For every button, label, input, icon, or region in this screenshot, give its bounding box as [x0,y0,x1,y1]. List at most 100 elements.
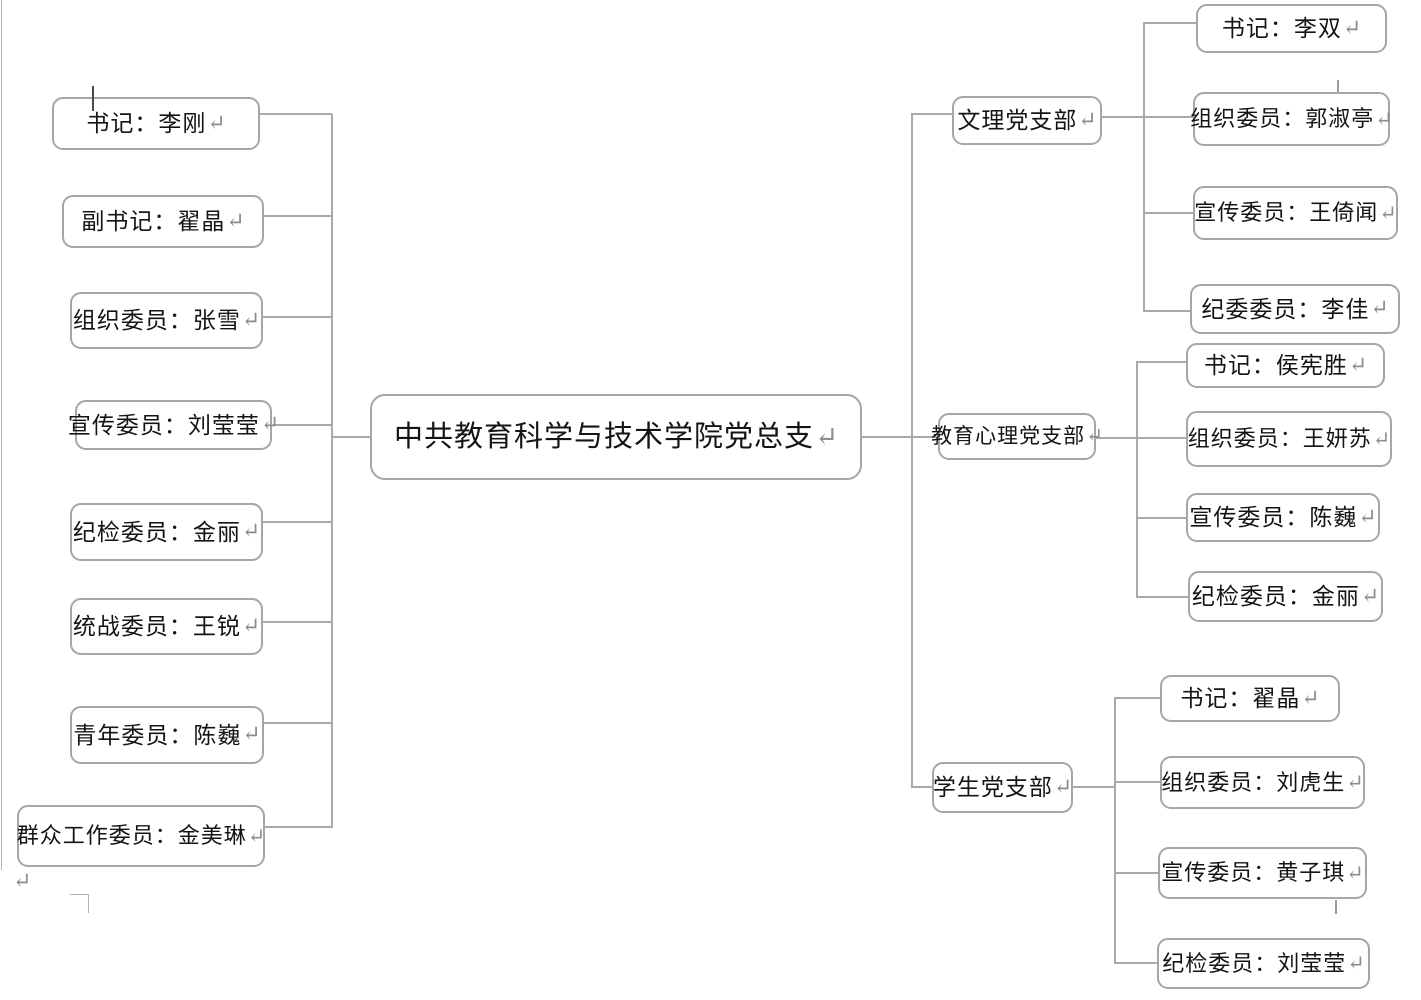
connector-line [1136,361,1188,363]
member-label: 组织委员：王妍苏 [1187,426,1372,451]
committee-member-box[interactable]: 副书记：翟晶↵ [62,195,264,248]
anchor-tick [1337,80,1339,94]
committee-member-box[interactable]: 纪检委员：金丽↵ [1188,571,1383,622]
member-label: 宣传委员：王倚闻 [1194,200,1379,225]
connector-line [265,826,332,828]
paragraph-mark: ↵ [1358,504,1377,529]
paragraph-mark: ↵ [1370,296,1389,321]
member-label: 组织委员：刘虎生 [1161,769,1346,795]
committee-member-box[interactable]: 统战委员：王锐↵ [70,598,263,655]
root-org-label: 中共教育科学与技术学院党总支 [393,420,814,453]
committee-member-box[interactable]: 书记：李刚↵ [52,97,260,150]
member-label: 宣传委员：黄子琪 [1161,860,1346,885]
committee-member-box[interactable]: 书记：侯宪胜↵ [1186,343,1385,388]
paragraph-mark: ↵ [814,421,839,453]
committee-member-box[interactable]: 青年委员：陈巍↵ [70,706,264,764]
paragraph-mark: ↵ [1053,774,1073,799]
connector-line [1136,361,1138,598]
connector-line [1136,517,1189,519]
paragraph-mark: ↵ [242,722,261,747]
paragraph-mark: ↵ [1342,15,1362,40]
connector-line [911,436,940,438]
paragraph-mark: ↵ [1347,951,1365,976]
committee-member-box[interactable]: 纪检委员：金丽↵ [70,503,263,561]
committee-member-box[interactable]: 组织委员：王妍苏↵ [1186,411,1392,467]
paragraph-mark: ↵ [1375,106,1393,131]
paragraph-mark: ↵ [1301,685,1320,710]
connector-line [331,436,372,438]
paragraph-mark: ↵ [1348,352,1368,377]
committee-member-box[interactable]: 组织委员：张雪↵ [70,292,263,349]
connector-line [263,621,332,623]
member-label: 青年委员：陈巍 [73,722,242,748]
committee-member-box[interactable]: 宣传委员：刘莹莹↵ [68,400,279,450]
member-label: 宣传委员：刘莹莹 [67,412,260,438]
margin-corner-mark [88,894,89,913]
connector-line [264,722,332,724]
paragraph-mark: ↵ [226,208,245,233]
member-label: 书记：李双 [1221,16,1342,41]
member-label: 统战委员：王锐 [72,614,241,639]
connector-line [1095,437,1188,439]
paragraph-mark: ↵ [241,519,261,544]
committee-member-box[interactable]: 组织委员：刘虎生↵ [1160,756,1365,809]
branch-label: 文理党支部 [957,108,1078,133]
connector-line [263,316,332,318]
paragraph-mark: ↵ [1360,583,1380,608]
member-label: 纪检委员：金丽 [72,519,241,545]
paragraph-mark: ↵ [1346,770,1364,795]
committee-member-box[interactable]: 纪委委员：李佳↵ [1190,284,1400,334]
member-label: 书记：李刚 [86,111,207,136]
committee-member-box[interactable]: 书记：李双↵ [1196,4,1387,53]
connector-line [1143,310,1192,312]
connector-line [260,113,332,115]
paragraph-mark: ↵ [1372,426,1391,451]
committee-member-box[interactable]: 群众工作委员：金美琳↵ [17,805,265,867]
connector-line [1114,872,1161,874]
connector-line [1143,22,1145,312]
member-label: 纪委委员：李佳 [1201,296,1370,322]
connector-line [911,786,934,788]
paragraph-mark: ↵ [241,307,261,332]
connector-line [1114,781,1163,783]
text-cursor [92,86,94,111]
committee-member-box[interactable]: 宣传委员：陈巍↵ [1186,493,1380,542]
branch-box[interactable]: 教育心理党支部↵ [931,413,1103,460]
paragraph-mark: ↵ [247,823,266,848]
connector-line [1114,697,1163,699]
paragraph-mark: ↵ [1379,200,1397,225]
member-label: 副书记：翟晶 [81,209,226,234]
paragraph-mark: ↵ [1078,107,1097,132]
connector-line [1136,596,1191,598]
connector-line [911,113,954,115]
connector-line [273,424,332,426]
connector-line [264,215,332,217]
committee-member-box[interactable]: 组织委员：郭淑亭↵ [1190,92,1393,146]
root-org-box[interactable]: 中共教育科学与技术学院党总支↵ [370,394,862,480]
paragraph-mark: ↵ [13,868,32,893]
member-label: 书记：翟晶 [1180,686,1301,711]
connector-line [1114,962,1160,964]
connector-line [331,114,333,828]
paragraph-mark: ↵ [260,412,280,437]
committee-member-box[interactable]: 宣传委员：王倚闻↵ [1193,186,1398,240]
member-label: 纪检委员：金丽 [1191,584,1360,609]
committee-member-box[interactable]: 纪检委员：刘莹莹↵ [1157,938,1370,989]
connector-line [1100,116,1195,118]
connector-line [1114,697,1116,964]
committee-member-box[interactable]: 宣传委员：黄子琪↵ [1158,847,1367,899]
committee-member-box[interactable]: 书记：翟晶↵ [1160,675,1340,722]
branch-box[interactable]: 学生党支部↵ [932,762,1073,813]
page-edge-line [1,0,2,870]
member-label: 组织委员：张雪 [72,308,241,333]
branch-label: 教育心理党支部 [931,424,1086,448]
connector-line [861,436,913,438]
member-label: 组织委员：郭淑亭 [1190,106,1375,131]
branch-label: 学生党支部 [932,775,1053,800]
anchor-tick [1335,900,1337,914]
member-label: 群众工作委员：金美琳 [16,823,247,848]
branch-box[interactable]: 文理党支部↵ [952,96,1102,145]
connector-line [1143,22,1198,24]
paragraph-mark: ↵ [1086,424,1103,447]
member-label: 宣传委员：陈巍 [1189,505,1358,530]
